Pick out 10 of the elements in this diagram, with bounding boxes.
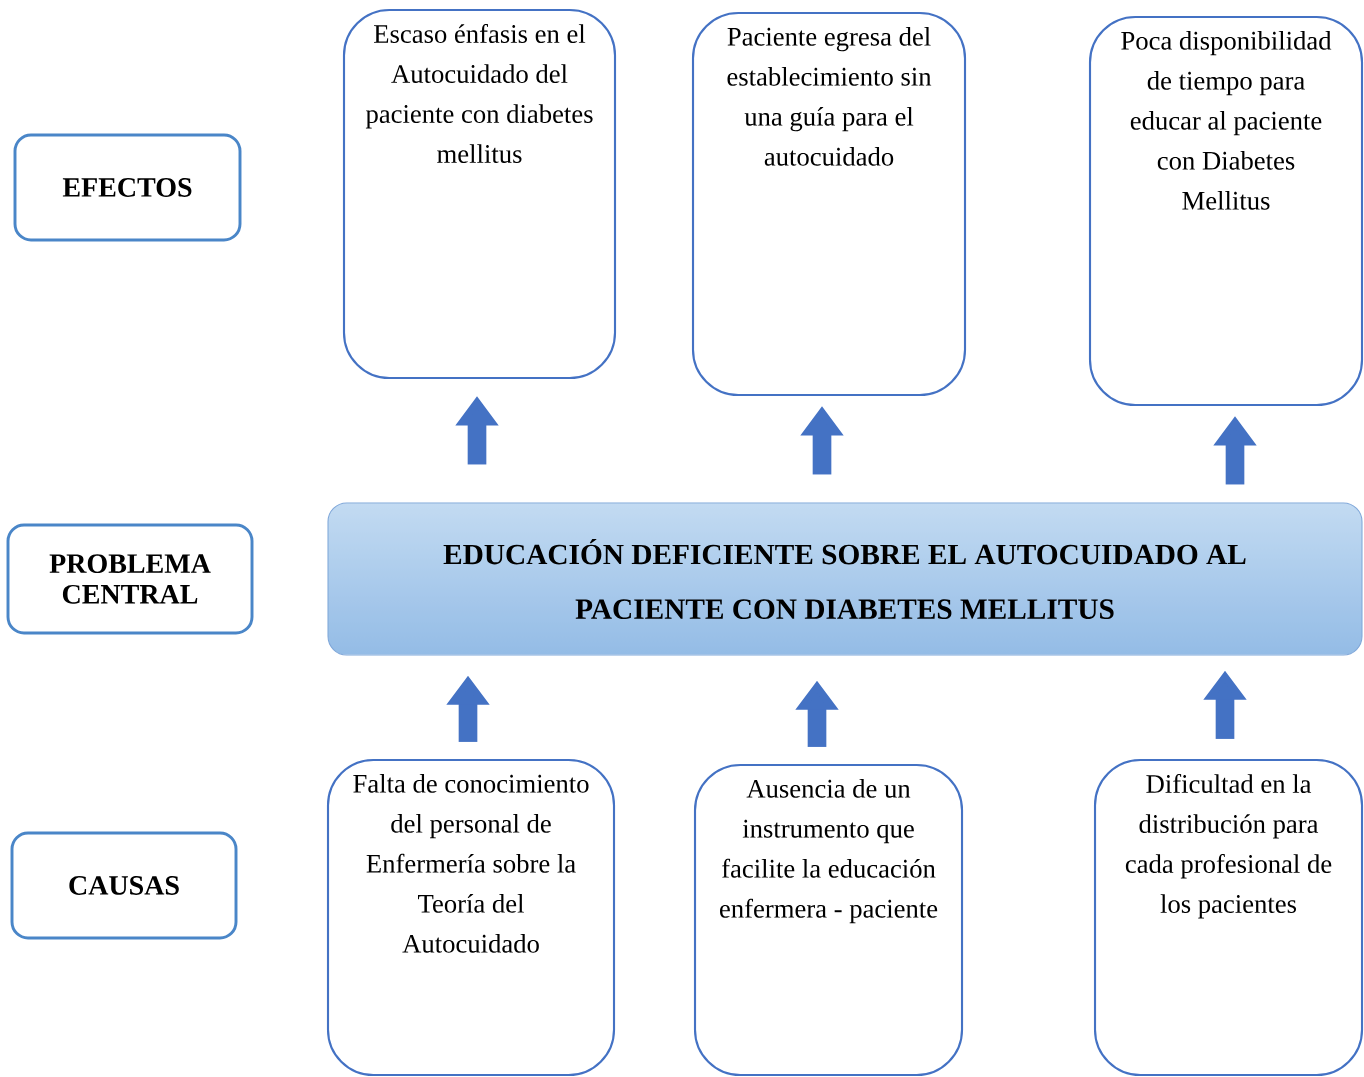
label-box: PROBLEMA CENTRAL xyxy=(6,523,254,635)
card-box: Dificultad en la distribución para cada profesional de los pacientes xyxy=(1093,758,1364,1077)
label-box: EFECTOS xyxy=(13,133,242,242)
card-box: Escaso énfasis en el Autocuidado del paciente con diabetes mellitus xyxy=(342,8,617,380)
card-box: Paciente egresa del establecimiento sin una guía para el autocuidado xyxy=(691,11,967,397)
card-box: Falta de conocimiento del personal de Enfermería sobre la Teoría del Autocuidado xyxy=(326,758,616,1077)
card-box: Ausencia de un instrumento que facilite la educación enfermera - paciente xyxy=(693,763,964,1077)
card-box: Poca disponibilidad de tiempo para educar al paciente con Diabetes Mellitus xyxy=(1088,15,1364,407)
label-box: CAUSAS xyxy=(10,831,238,940)
problem-box: EDUCACIÓN DEFICIENTE SOBRE EL AUTOCUIDADO AL PACIENTE CON DIABETES MELLITUS xyxy=(327,502,1363,656)
